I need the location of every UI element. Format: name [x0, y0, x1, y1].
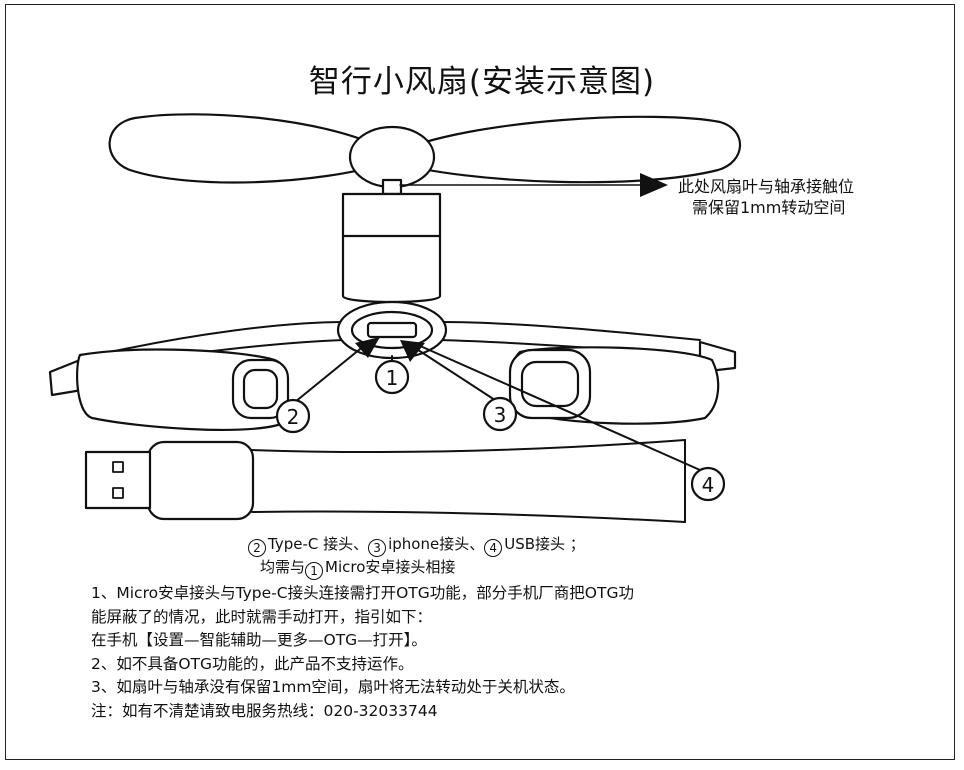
- svg-text:4: 4: [702, 473, 715, 497]
- pointer-lines: [294, 337, 701, 471]
- legend-number-1: 1: [305, 562, 324, 580]
- legend-iphone: iphone接头、: [388, 535, 485, 553]
- legend-number-2: 2: [248, 539, 266, 557]
- usb-plug-body: [146, 440, 255, 521]
- bearing-gap-callout: 此处风扇叶与轴承接触位 需保留1mm转动空间: [678, 176, 854, 218]
- callout-arrowhead: [640, 173, 668, 197]
- note-line: 在手机【设置—智能辅助—更多—OTG—打开】。: [91, 631, 427, 649]
- motor-housing: [341, 192, 442, 304]
- callout-line-2: 需保留1mm转动空间: [692, 198, 846, 217]
- legend-number-4: 4: [484, 539, 503, 557]
- svg-text:1: 1: [386, 366, 399, 390]
- installation-notes: 1、Micro安卓接头与Type-C接头连接需打开OTG功能，部分手机厂商把OT…: [91, 582, 634, 723]
- legend-typec: Type-C 接头、: [268, 535, 369, 553]
- marker-4: 4: [690, 466, 726, 502]
- fan-blade-right: [390, 115, 742, 184]
- fan-shaft: [381, 178, 403, 196]
- fan-blades: [108, 113, 742, 189]
- legend-micro: Micro安卓接头相接: [325, 558, 456, 576]
- svg-text:3: 3: [494, 403, 507, 427]
- usb-plug-metal: [84, 450, 152, 510]
- marker-2: 2: [275, 398, 311, 434]
- legend-usb: USB接头 ；: [504, 535, 585, 553]
- fan-blade-left: [108, 113, 392, 184]
- note-line: 3、如扇叶与轴承没有保留1mm空间，扇叶将无法转动处于关机状态。: [91, 678, 575, 696]
- legend-number-3: 3: [368, 539, 387, 557]
- diagram-frame: [5, 4, 955, 760]
- marker-1: 1: [374, 359, 410, 395]
- note-line: 能屏蔽了的情况，此时就需手动打开，指引如下：: [91, 607, 433, 626]
- hotline-note: 注：如有不清楚请致电服务热线：020-32033744: [91, 701, 438, 720]
- legend-prefix: 均需与: [260, 558, 306, 576]
- note-line: 1、Micro安卓接头与Type-C接头连接需打开OTG功能，部分手机厂商把OT…: [91, 584, 634, 602]
- callout-line-1: 此处风扇叶与轴承接触位: [678, 177, 855, 196]
- marker-3: 3: [482, 396, 518, 432]
- fan-hub: [348, 125, 436, 189]
- diagram-title: 智行小风扇(安装示意图): [308, 64, 656, 100]
- svg-text:2: 2: [287, 405, 300, 429]
- note-line: 2、如不具备OTG功能的，此产品不支持运作。: [91, 654, 414, 673]
